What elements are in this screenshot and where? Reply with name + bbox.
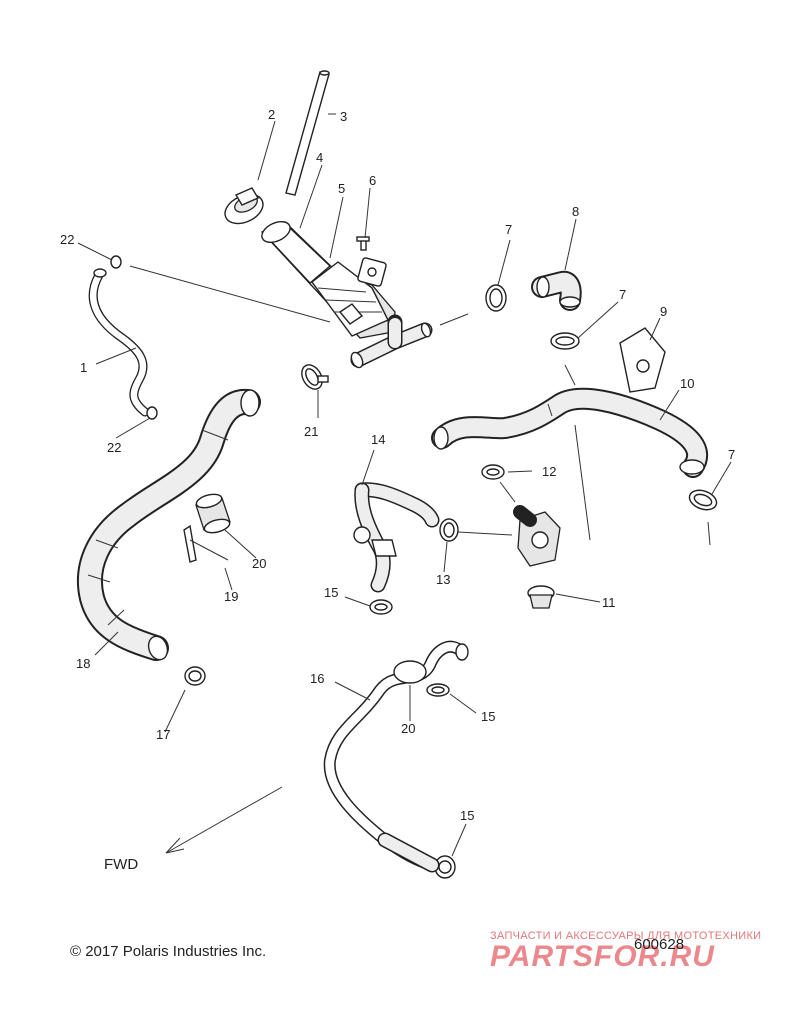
drawing-number: 600628	[634, 936, 685, 953]
hose-clamp	[485, 284, 718, 511]
callout-5: 5	[338, 181, 345, 196]
callout-7: 7	[505, 222, 512, 237]
hose-clamp	[481, 464, 505, 480]
elbow-fitting	[531, 270, 582, 311]
callout-2: 2	[268, 107, 275, 122]
callout-22: 22	[107, 440, 121, 455]
callout-20: 20	[252, 556, 266, 571]
screw	[356, 236, 370, 251]
leader-lines	[77, 113, 732, 857]
bottle-outlet-tube	[350, 314, 433, 369]
callout-15: 15	[481, 709, 495, 724]
lower-pipe	[323, 640, 469, 873]
hose-clamp	[439, 518, 459, 542]
callout-13: 13	[436, 572, 450, 587]
callout-1: 1	[80, 360, 87, 375]
callout-21: 21	[304, 424, 318, 439]
callout-8: 8	[572, 204, 579, 219]
callout-6: 6	[369, 173, 376, 188]
forward-label: FWD	[104, 856, 139, 873]
callout-18: 18	[76, 656, 90, 671]
small-clamp	[110, 255, 158, 420]
large-hose	[76, 389, 261, 661]
callout-15: 15	[460, 808, 474, 823]
radiator-cap	[224, 187, 264, 225]
small-hose	[88, 268, 150, 417]
callout-labels: 1 2 3 4 5 6 7 7 7 8 9 10 11 12 13 14 15 …	[60, 107, 735, 823]
hose-coupler	[195, 493, 231, 534]
callout-17: 17	[156, 727, 170, 742]
thermostat-housing	[513, 505, 561, 567]
callout-4: 4	[316, 150, 323, 165]
callout-7: 7	[619, 287, 626, 302]
coolant-filler-bottle	[260, 220, 396, 339]
callout-20: 20	[401, 721, 415, 736]
forward-arrow	[165, 786, 283, 854]
hose-clamp	[301, 364, 329, 390]
watermark-logo: PARTSFOR.RU	[490, 940, 715, 973]
thermostat	[527, 585, 555, 609]
callout-22: 22	[60, 232, 74, 247]
callout-16: 16	[310, 671, 324, 686]
watermark-tagline: ЗАПЧАСТИ И АКСЕССУАРЫ ДЛЯ МОТОТЕХНИКИ	[490, 930, 762, 942]
overflow-tube	[285, 70, 330, 196]
callout-9: 9	[660, 304, 667, 319]
upper-hose	[431, 387, 709, 478]
copyright-notice: © 2017 Polaris Industries Inc.	[70, 943, 267, 960]
callout-19: 19	[224, 589, 238, 604]
callout-14: 14	[371, 432, 385, 447]
hose-clamp	[369, 599, 456, 879]
mounting-block	[619, 327, 666, 393]
hose-clamp	[184, 666, 206, 686]
callout-3: 3	[340, 109, 347, 124]
callout-10: 10	[680, 376, 694, 391]
callout-12: 12	[542, 464, 556, 479]
callout-15: 15	[324, 585, 338, 600]
callout-11: 11	[602, 595, 616, 610]
cable-tie	[183, 524, 229, 563]
callout-7: 7	[728, 447, 735, 462]
bypass-hose	[353, 482, 440, 593]
